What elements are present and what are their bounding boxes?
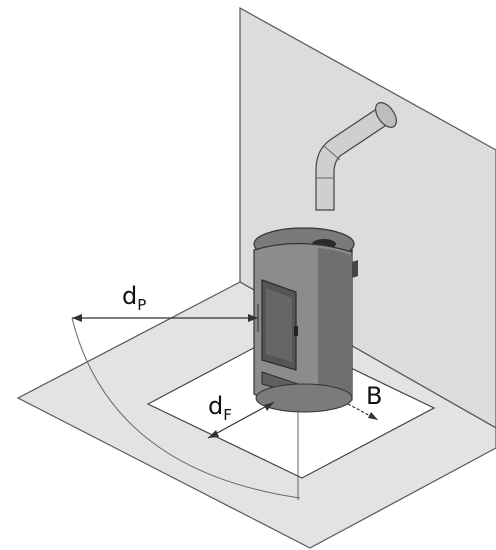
back-wall (239, 6, 496, 429)
stove (253, 227, 358, 413)
label-b: B (366, 382, 382, 410)
b-dimension-line (347, 403, 379, 421)
df-dimension-line (207, 401, 275, 439)
radiation-zone-arc (71, 317, 301, 499)
label-df: dF (208, 392, 232, 424)
label-dp: dP (122, 282, 146, 314)
dp-dimension-line (72, 304, 259, 332)
flue-pipe (315, 102, 397, 211)
